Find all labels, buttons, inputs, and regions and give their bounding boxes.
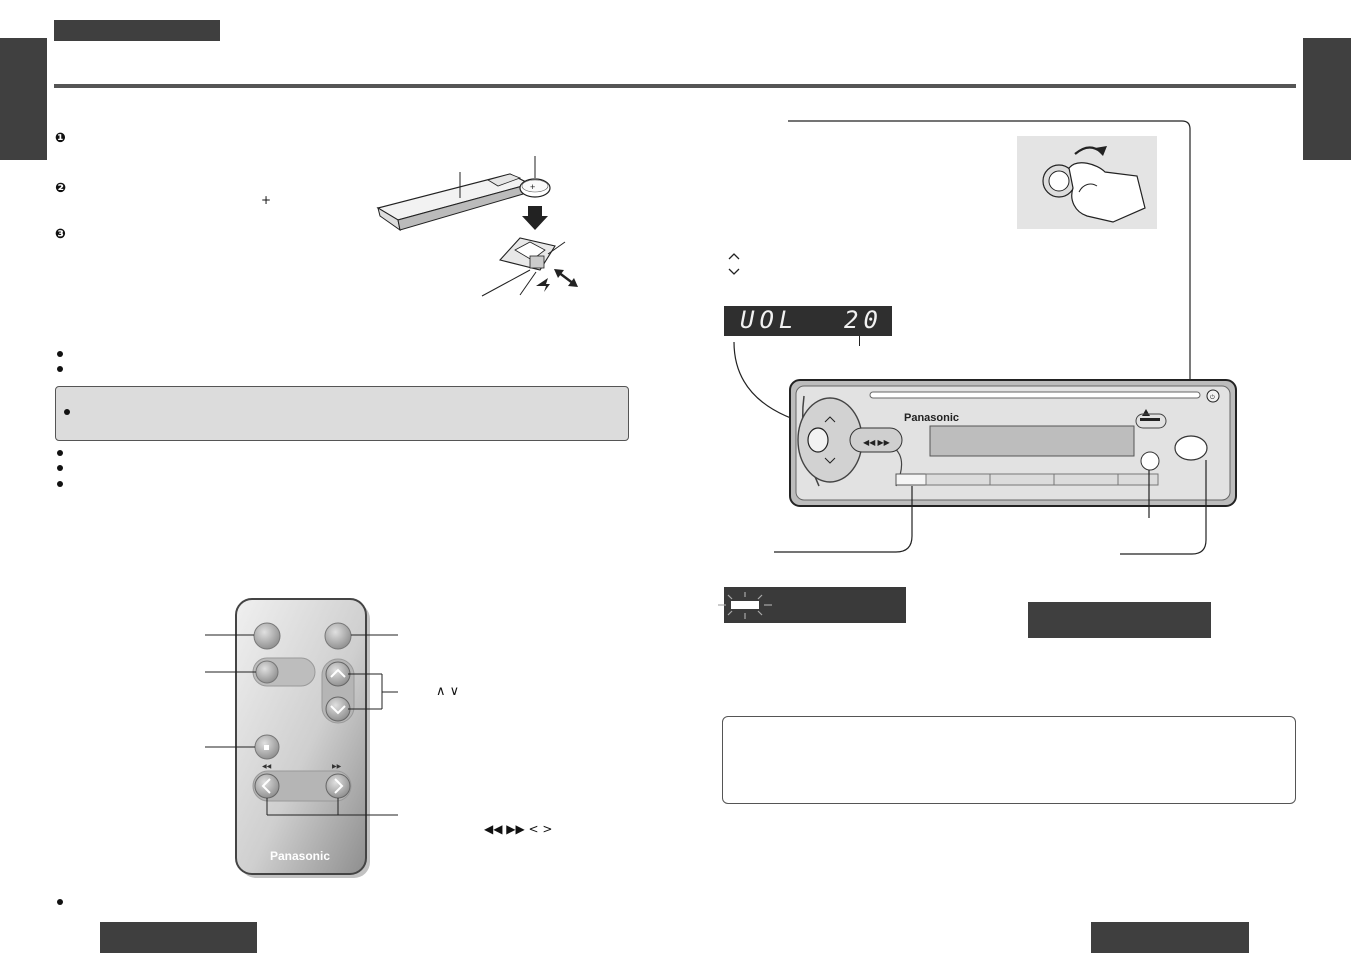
- remote-prev-button: [254, 773, 280, 799]
- callout-line-top: [788, 120, 1191, 403]
- footer-left-bar: [100, 922, 257, 953]
- step-2-marker: ❷: [55, 181, 67, 196]
- skip-symbols: ◀◀ ▶▶ < >: [484, 822, 553, 836]
- remote-top-left-button: [253, 622, 281, 650]
- remote-top-right-button: [324, 622, 352, 650]
- slide-arrow: [554, 269, 578, 287]
- display-volume-label: UOL: [740, 306, 799, 334]
- unit-brand-logo: Panasonic: [904, 412, 960, 424]
- svg-text:◀◀ ▶▶: ◀◀ ▶▶: [863, 438, 891, 447]
- right-label-bar: [1028, 602, 1211, 638]
- warning-box: [55, 386, 629, 441]
- bullet-2: [57, 366, 63, 372]
- battery-holder-drawing: [498, 237, 556, 271]
- display-value-tick: [859, 336, 860, 346]
- volume-down-symbol: [727, 266, 741, 280]
- step-3-marker: ❸: [55, 227, 67, 242]
- remote-down-button: [325, 696, 351, 722]
- bullet-5: [57, 481, 63, 487]
- battery-replacement-illustration: +: [376, 156, 578, 297]
- display-volume-value: 20: [844, 306, 883, 334]
- header-label-bar: [54, 20, 220, 41]
- right-edge-tab: [1303, 38, 1351, 160]
- flashing-indicator-panel: [718, 587, 906, 623]
- plus-sign: +: [261, 193, 272, 207]
- svg-text:+: +: [530, 182, 535, 192]
- left-edge-tab: [0, 38, 47, 160]
- note-box: [722, 716, 1296, 804]
- volume-display-panel: UOL 20: [724, 306, 892, 336]
- remote-next-button: [325, 773, 351, 799]
- remote-body-drawing: [376, 173, 532, 232]
- remote-brand-logo: Panasonic: [270, 849, 331, 863]
- volume-up-down-symbols: ∧ ∨: [436, 684, 460, 699]
- remote-control-illustration: ◀◀ ▶▶: [205, 598, 398, 878]
- svg-text:▶▶: ▶▶: [332, 764, 342, 770]
- footer-right-bar: [1091, 922, 1249, 953]
- header-rule: [54, 84, 1296, 88]
- car-stereo-faceplate-illustration: ◀◀ ▶▶ ⏻: [733, 341, 1237, 555]
- svg-text:⏻: ⏻: [1210, 394, 1215, 401]
- volume-up-symbol: [727, 250, 741, 264]
- step-1-marker: ❶: [55, 131, 67, 146]
- bullet-1: [57, 351, 63, 357]
- remote-up-button: [325, 661, 351, 687]
- bullet-4: [57, 465, 63, 471]
- warning-bullet: [64, 409, 70, 415]
- knob-press-illustration: [1017, 136, 1157, 229]
- coin-battery-drawing: +: [519, 178, 551, 198]
- bullet-6: [57, 899, 63, 905]
- bullet-3: [57, 450, 63, 456]
- svg-text:◀◀: ◀◀: [262, 764, 272, 770]
